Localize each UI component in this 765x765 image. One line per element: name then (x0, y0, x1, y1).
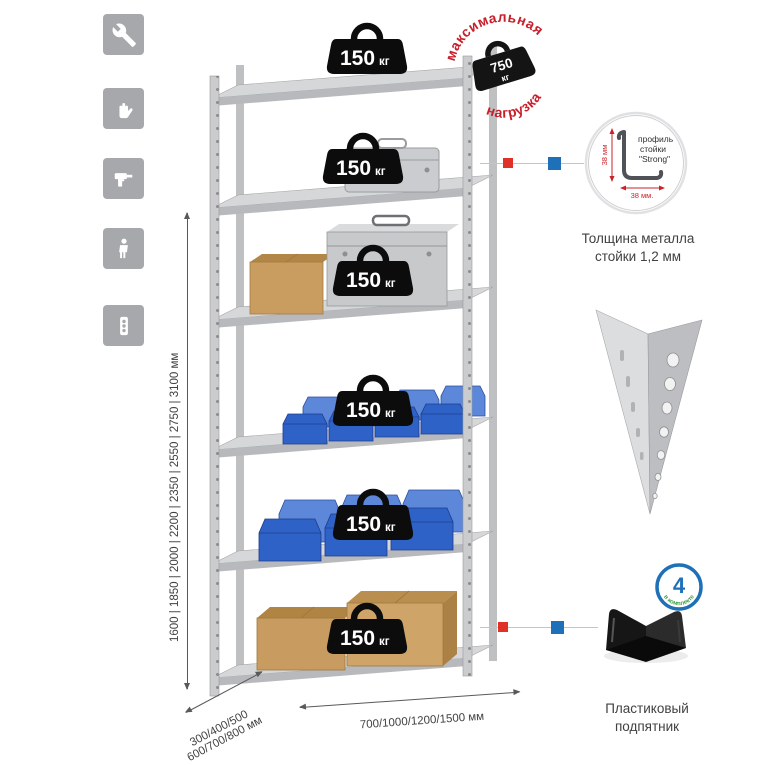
svg-text:"Strong": "Strong" (639, 154, 670, 164)
drill-icon (103, 158, 144, 199)
back-right-post (489, 45, 497, 661)
callout-connector-top (480, 163, 584, 164)
svg-text:стойки: стойки (640, 144, 666, 154)
shelving-rack: 150кг (209, 18, 497, 697)
svg-text:750: 750 (489, 55, 515, 76)
front-right-post (462, 55, 473, 677)
svg-text:профиль: профиль (638, 134, 674, 144)
post-slots (620, 350, 644, 460)
plastic-foot-image (604, 609, 688, 663)
svg-text:4: 4 (673, 573, 686, 598)
work-gloves-icon (103, 88, 144, 129)
width-dimension-label: 700/1000/1200/1500 мм (359, 710, 485, 732)
profile-caption: Толщина металла стойки 1,2 мм (581, 231, 695, 264)
connector-blue-marker-bottom (551, 621, 564, 634)
height-dimension-label: 1600 | 1850 | 2000 | 2200 | 2350 | 2550 … (169, 352, 181, 642)
shelf-load-badge-1 (327, 26, 407, 74)
profile-drawing (616, 130, 664, 180)
shelf-load-badge-4 (333, 378, 413, 426)
connector-blue-marker-top (548, 157, 561, 170)
post-holes (652, 352, 680, 499)
angle-post-image (595, 309, 703, 515)
max-load-stamp: максимальная нагрузка 750 кг (437, 2, 550, 128)
profile-label: профиль стойки "Strong" (638, 134, 674, 164)
stamp-weight-icon: 750 кг (472, 40, 536, 92)
connector-red-marker-bottom (498, 622, 508, 632)
power-strip-icon (103, 305, 144, 346)
shelf-load-badge-2 (323, 136, 403, 184)
connector-red-marker-top (503, 158, 513, 168)
cardboard-box-small (249, 253, 335, 315)
svg-text:38 мм: 38 мм (600, 145, 609, 166)
svg-text:нагрузка: нагрузка (481, 86, 548, 128)
svg-text:38 мм.: 38 мм. (631, 191, 654, 200)
callout-connector-bottom (480, 627, 598, 628)
front-left-post (209, 75, 220, 697)
height-dimension-line (183, 212, 190, 690)
back-left-post (236, 65, 244, 681)
svg-text:кг: кг (500, 71, 511, 83)
foot-caption: Пластиковый подпятник (605, 701, 689, 734)
profile-vertical-dim: 38 мм (600, 128, 615, 182)
kit-count-badge: в комплекте 4 (655, 563, 703, 611)
profile-callout-circle: 38 мм 38 мм. профиль стойки "Strong" (584, 111, 688, 215)
person-icon (103, 228, 144, 269)
wrench-icon (103, 14, 144, 55)
profile-horizontal-dim: 38 мм. (620, 185, 665, 200)
